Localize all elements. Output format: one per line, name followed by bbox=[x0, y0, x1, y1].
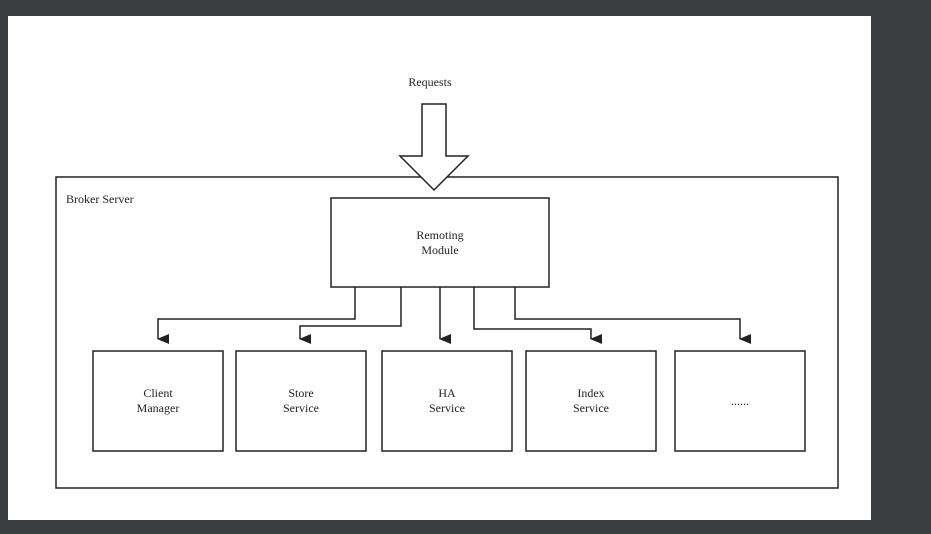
store-service-label-line1: Store bbox=[288, 386, 313, 400]
ha-service-label-line2: Service bbox=[429, 401, 465, 415]
store-service-box bbox=[235, 350, 367, 452]
store-service-label-line2: Service bbox=[283, 401, 319, 415]
index-service-label-line2: Service bbox=[573, 401, 609, 415]
remoting-module-label-line2: Module bbox=[421, 243, 458, 257]
remoting-module-box bbox=[330, 197, 550, 288]
other-service-label-line1: ...... bbox=[731, 394, 749, 408]
client-manager-label-line2: Manager bbox=[137, 401, 180, 415]
client-manager-box bbox=[92, 350, 224, 452]
ha-service-label-line1: HA bbox=[438, 386, 456, 400]
connector-store-service bbox=[299, 287, 402, 344]
requests-label: Requests bbox=[408, 75, 452, 89]
index-service-box bbox=[525, 350, 657, 452]
ha-service-box bbox=[381, 350, 513, 452]
other-service-box bbox=[674, 350, 806, 452]
remoting-module-label-line1: Remoting bbox=[416, 228, 463, 242]
requests-arrow bbox=[398, 103, 470, 192]
connector-index-service bbox=[473, 287, 602, 344]
index-service-label-line1: Index bbox=[577, 386, 604, 400]
connector-client-manager bbox=[157, 287, 356, 344]
client-manager-label-line1: Client bbox=[143, 386, 173, 400]
connector-other-service bbox=[514, 287, 751, 344]
broker-server-label: Broker Server bbox=[66, 192, 134, 206]
